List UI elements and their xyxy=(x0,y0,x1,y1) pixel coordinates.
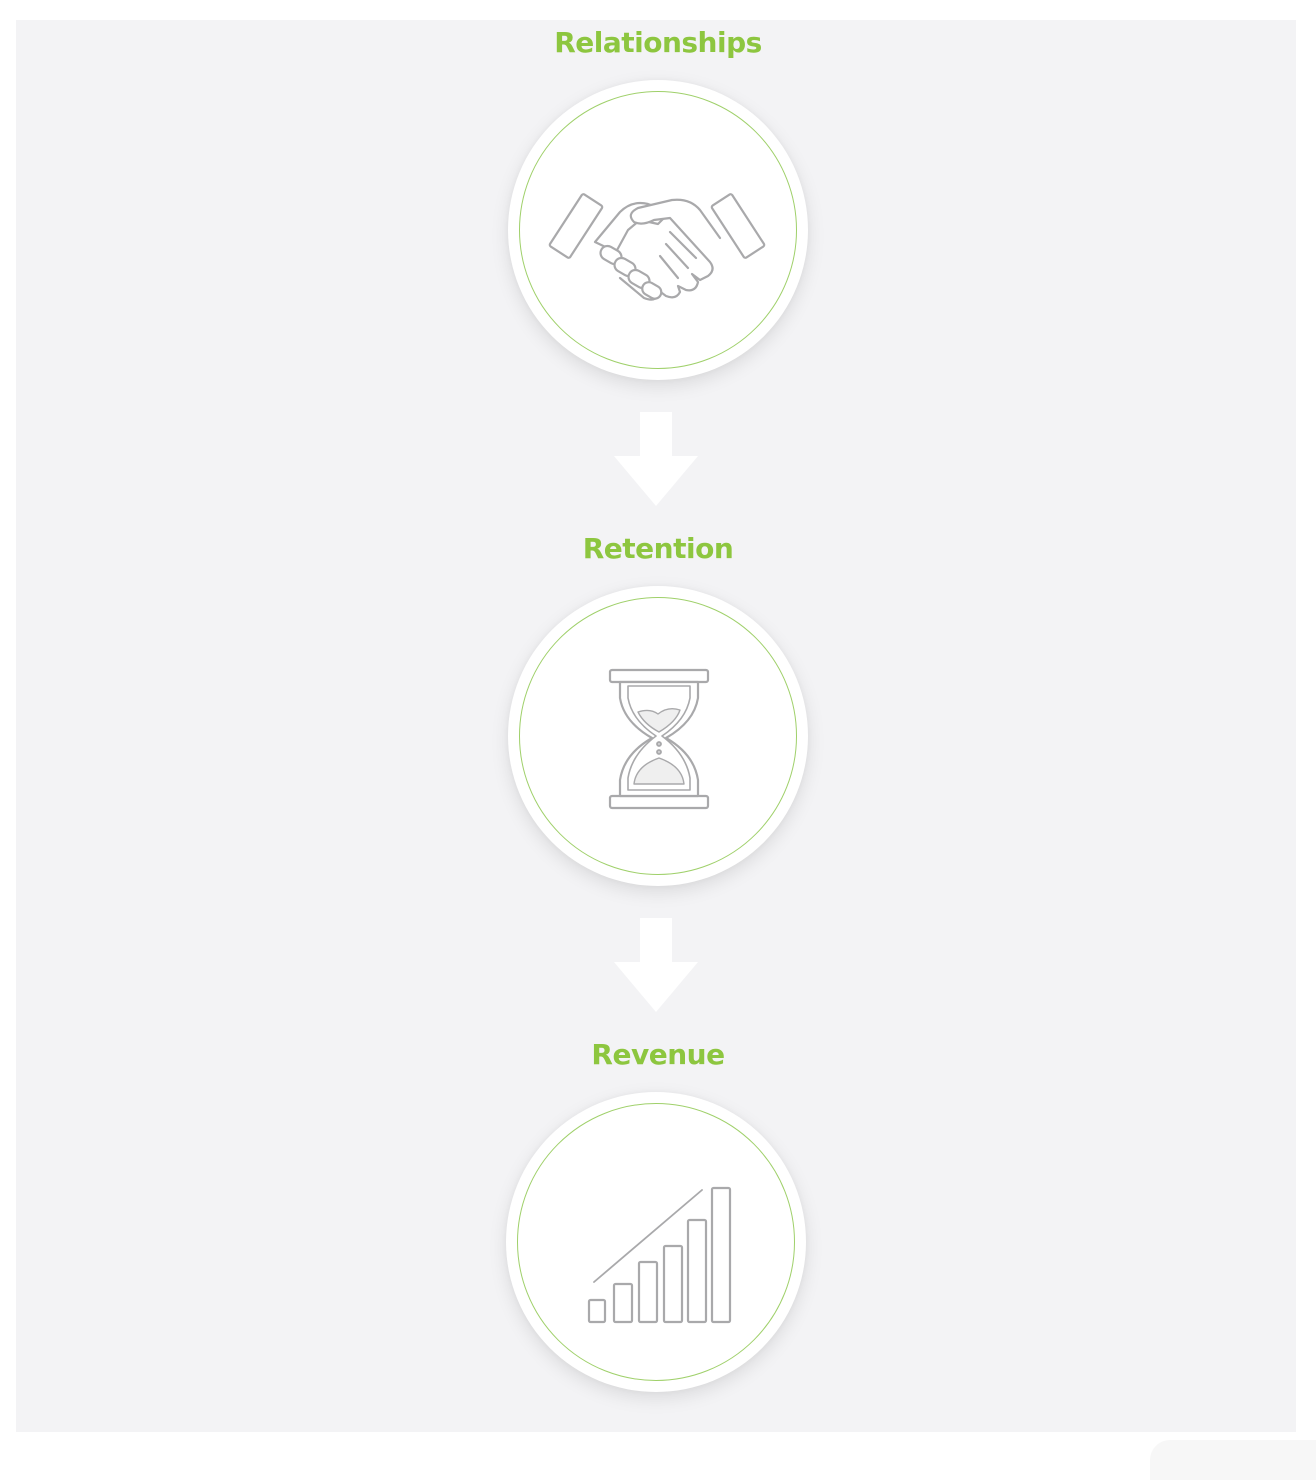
step-circle-revenue xyxy=(506,1092,806,1392)
step-ring-revenue xyxy=(517,1103,795,1381)
handshake-icon xyxy=(548,193,766,301)
step-ring-retention xyxy=(519,597,797,875)
arrow-down-icon xyxy=(614,918,698,1012)
corner-decoration xyxy=(1150,1440,1316,1480)
step-circle-retention xyxy=(508,586,808,886)
growth-chart-icon xyxy=(587,1186,732,1324)
step-ring-relationships xyxy=(519,91,797,369)
step-label-relationships: Relationships xyxy=(554,26,762,59)
step-label-revenue: Revenue xyxy=(591,1038,725,1071)
hourglass-icon xyxy=(608,668,710,810)
arrow-down-icon xyxy=(614,412,698,506)
step-label-retention: Retention xyxy=(582,532,734,565)
step-circle-relationships xyxy=(508,80,808,380)
